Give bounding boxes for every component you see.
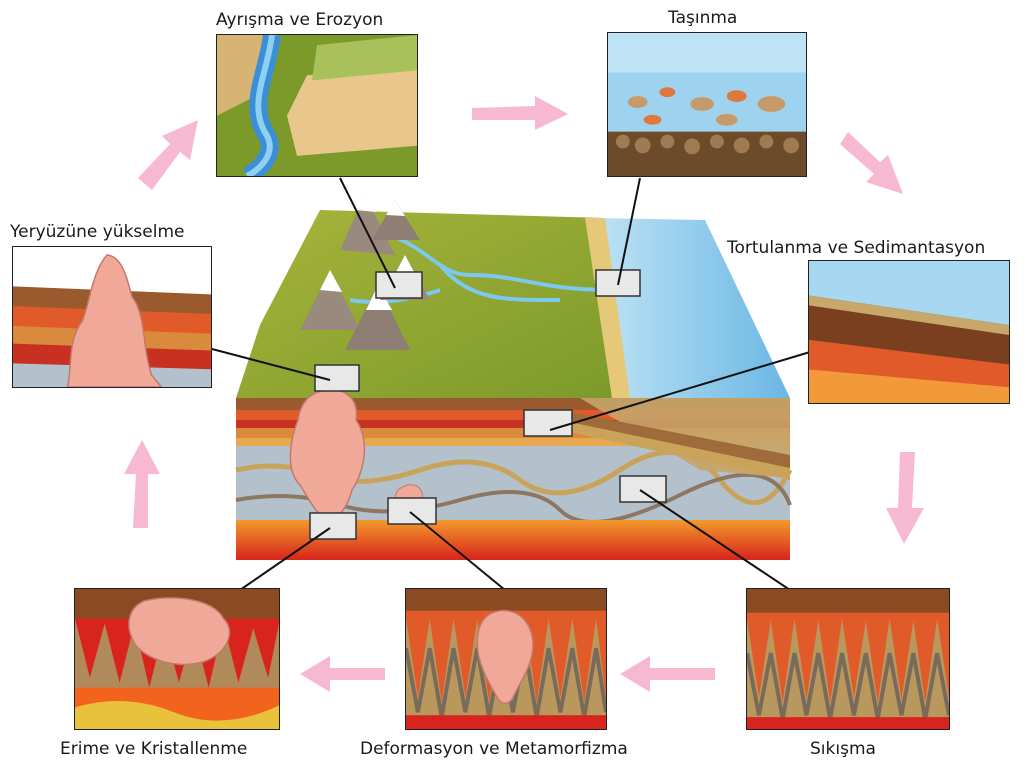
inset-compaction [746,588,950,730]
inset-weathering [216,34,418,177]
inset-deposition [808,260,1010,404]
inset-melting [74,588,280,730]
inset-deformation [405,588,607,730]
inset-transport [607,32,807,177]
inset-uplift [12,246,212,388]
